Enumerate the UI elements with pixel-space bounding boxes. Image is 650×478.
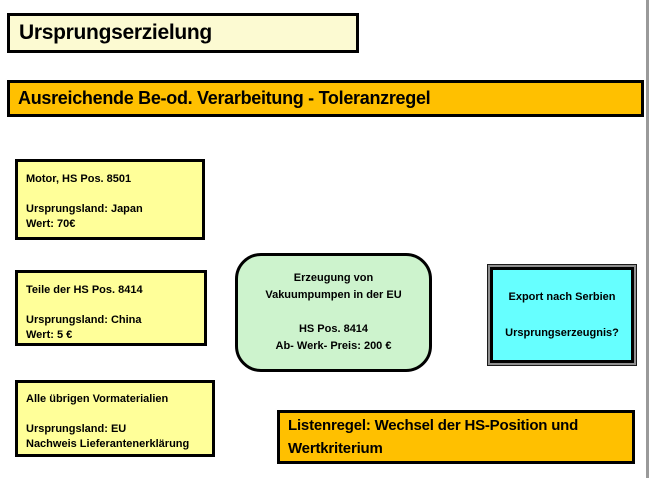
material-box-teile-text: Teile der HS Pos. 8414 Ursprungsland: Ch… xyxy=(26,284,143,341)
material-box-motor-text: Motor, HS Pos. 8501 Ursprungsland: Japan… xyxy=(26,173,143,230)
headline-band: Ausreichende Be-od. Verarbeitung - Toler… xyxy=(7,80,644,117)
slide-edge-line xyxy=(646,0,649,478)
listenregel-text: Listenregel: Wechsel der HS-Position und… xyxy=(288,417,579,457)
production-box-text: Erzeugung von Vakuumpumpen in der EU HS … xyxy=(265,272,402,352)
title-text: Ursprungserzielung xyxy=(19,21,212,44)
material-box-motor: Motor, HS Pos. 8501 Ursprungsland: Japan… xyxy=(15,159,205,240)
material-box-vormaterialien: Alle übrigen Vormaterialien Ursprungslan… xyxy=(15,380,215,457)
export-box: Export nach Serbien Ursprungserzeugnis? xyxy=(490,267,634,363)
production-box: Erzeugung von Vakuumpumpen in der EU HS … xyxy=(235,253,432,372)
title-box: Ursprungserzielung xyxy=(7,13,359,53)
export-box-text: Export nach Serbien Ursprungserzeugnis? xyxy=(505,291,619,339)
headline-text: Ausreichende Be-od. Verarbeitung - Toler… xyxy=(18,88,431,108)
material-box-teile: Teile der HS Pos. 8414 Ursprungsland: Ch… xyxy=(15,270,207,346)
listenregel-box: Listenregel: Wechsel der HS-Position und… xyxy=(277,410,635,464)
material-box-vormaterialien-text: Alle übrigen Vormaterialien Ursprungslan… xyxy=(26,393,190,450)
